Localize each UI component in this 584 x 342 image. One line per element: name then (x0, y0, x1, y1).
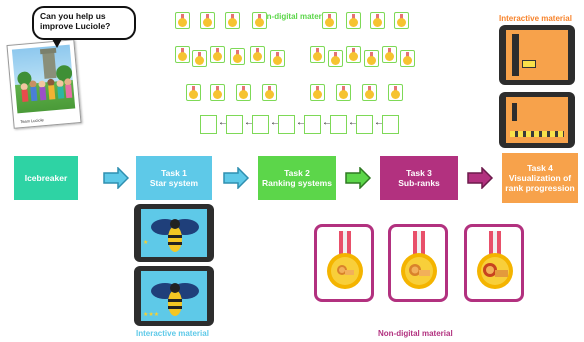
step-title: Task 2 (284, 168, 310, 178)
medal-icon (225, 12, 240, 29)
step-task-4: Task 4 Visualization of rank progression (502, 153, 578, 203)
speech-bubble-tail (52, 39, 62, 48)
label-non-digital-top: Non-digital material (256, 12, 331, 21)
medal-icon (236, 84, 251, 101)
ranking-slot (200, 115, 217, 134)
right-arrow-icon (223, 167, 250, 189)
medal-lion-1 (314, 224, 374, 302)
right-arrow-icon (467, 167, 494, 189)
step-icebreaker: Icebreaker (14, 156, 78, 200)
lion-icon (483, 263, 508, 277)
medal-icon (394, 12, 409, 29)
star-icon: ★★★ (143, 312, 160, 318)
medal-lion-3 (464, 224, 524, 302)
step-task-3: Task 3 Sub-ranks (380, 156, 458, 200)
medal-lion-2 (388, 224, 448, 302)
left-arrow-icon: ← (218, 117, 228, 128)
medal-icon (346, 12, 361, 29)
right-arrow-icon (103, 167, 130, 189)
medal-icon (192, 50, 207, 67)
left-arrow-icon: ← (270, 117, 280, 128)
medal-icon (388, 84, 403, 101)
label-non-digital-bottom: Non-digital material (378, 329, 453, 338)
medal-icon (382, 46, 397, 63)
rank-bar (510, 131, 564, 137)
speech-bubble: Can you help us improve Luciole? (32, 6, 136, 40)
step-title: Task 3 (406, 168, 432, 178)
medal-icon (252, 12, 267, 29)
ranking-slot (304, 115, 321, 134)
medal-icon (230, 48, 245, 65)
medal-icon (250, 46, 265, 63)
team-illustration (11, 44, 76, 114)
tablet-screen (506, 97, 568, 143)
ranking-slot (382, 115, 399, 134)
medal-icon (370, 12, 385, 29)
tablet-star-system-2: ★★★ (134, 266, 214, 326)
ranking-slot (226, 115, 243, 134)
medal-icon (400, 50, 415, 67)
photo-caption: Team Luciole (19, 117, 44, 125)
right-arrow-icon (345, 167, 372, 189)
medal-icon (346, 46, 361, 63)
step-title: Icebreaker (24, 173, 68, 183)
medal-icon (362, 84, 377, 101)
left-arrow-icon: ← (348, 117, 358, 128)
step-task-1: Task 1 Star system (136, 156, 212, 200)
left-arrow-icon: ← (296, 117, 306, 128)
medal-icon (322, 12, 337, 29)
step-title: Task 1 (161, 168, 187, 178)
ranking-slot (278, 115, 295, 134)
medal-icon (270, 50, 285, 67)
step-subtitle: Ranking systems (262, 178, 332, 188)
medal-icon (328, 50, 343, 67)
ranking-slot (356, 115, 373, 134)
label-interactive-bottom: Interactive material (136, 329, 209, 338)
medal-cards-group (170, 12, 430, 122)
medal-icon (210, 84, 225, 101)
tablet-screen: ★★★ (141, 271, 207, 321)
bee-icon (151, 283, 199, 316)
tablet-screen (506, 30, 568, 80)
bee-icon (151, 219, 199, 252)
medal-icon (336, 84, 351, 101)
ranking-slot (330, 115, 347, 134)
medal-icon (210, 46, 225, 63)
step-title: Task 4 (527, 163, 553, 173)
medal-icon (262, 84, 277, 101)
step-subtitle: Star system (149, 178, 199, 188)
ranking-slots: ← ← ← ← ← ← ← (200, 115, 400, 139)
medal-icon (186, 84, 201, 101)
step-subtitle: Sub-ranks (398, 178, 440, 188)
progress-column (512, 103, 517, 121)
team-photo: Team Luciole (6, 39, 82, 129)
medal-icon (175, 46, 190, 63)
progress-column (512, 34, 519, 76)
ranking-slot (252, 115, 269, 134)
rank-marker (522, 60, 536, 68)
tablet-screen: ★ (141, 209, 207, 257)
speech-bubble-text: Can you help us improve Luciole? (40, 11, 111, 31)
star-icon: ★ (143, 240, 149, 246)
medal-icon (310, 84, 325, 101)
lion-icon (409, 264, 430, 276)
tablet-star-system-1: ★ (134, 204, 214, 262)
medal-icon (310, 46, 325, 63)
tablet-rank-progression-1 (499, 25, 575, 85)
step-subtitle: Visualization of rank progression (505, 173, 575, 193)
left-arrow-icon: ← (374, 117, 384, 128)
left-arrow-icon: ← (244, 117, 254, 128)
label-interactive-top: Interactive material (499, 14, 572, 23)
medal-icon (175, 12, 190, 29)
lion-icon (337, 265, 354, 275)
step-task-2: Task 2 Ranking systems (258, 156, 336, 200)
left-arrow-icon: ← (322, 117, 332, 128)
medal-icon (364, 50, 379, 67)
medal-icon (200, 12, 215, 29)
tablet-rank-progression-2 (499, 92, 575, 148)
